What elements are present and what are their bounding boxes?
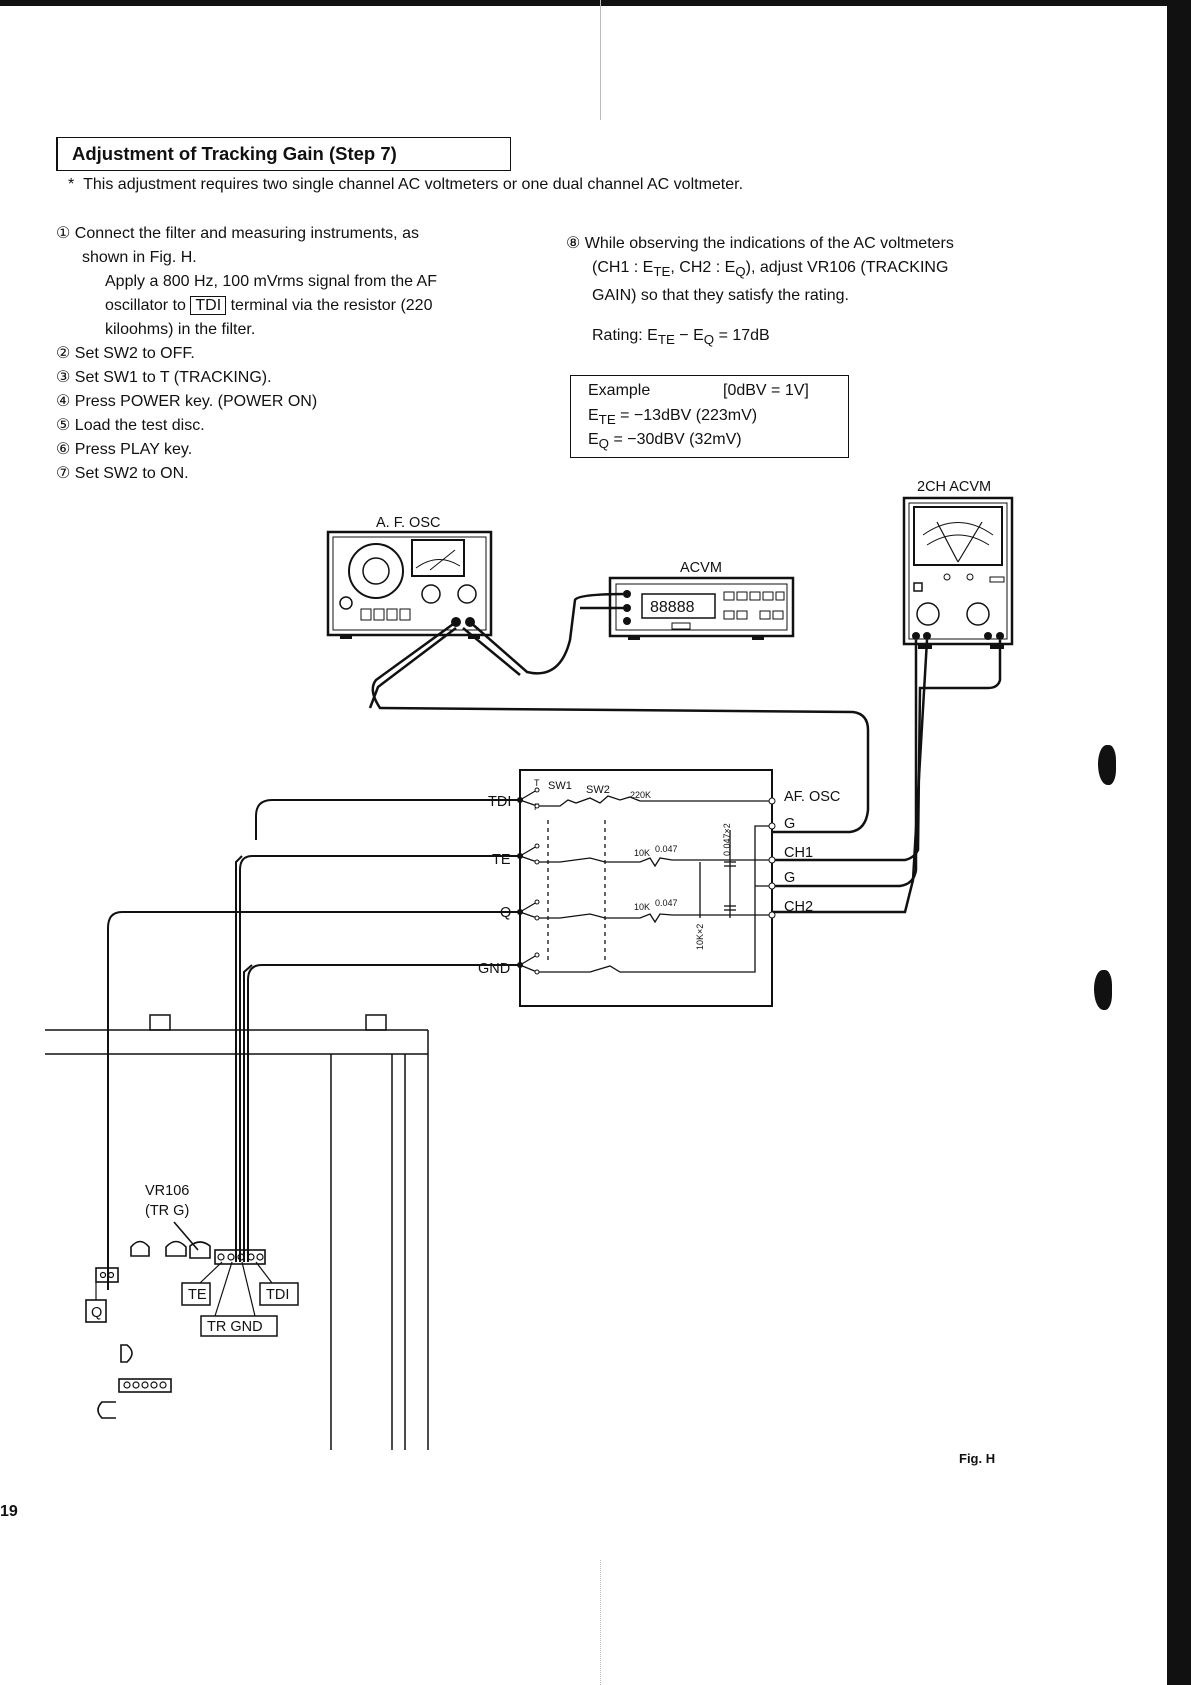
cables (368, 592, 1002, 914)
pcb-wires (107, 799, 520, 1290)
af-oscillator: A. F. OSC (326, 515, 493, 639)
2ch-acvm-meter: 2CH ACVM (902, 479, 1014, 649)
step-8-line-2: (CH1 : ETE, CH2 : EQ), adjust VR106 (TRA… (592, 259, 949, 280)
c047-label-2: 0.047 (655, 898, 678, 908)
step-5: ⑤ Load the test disc. (56, 417, 205, 434)
c047-label-1: 0.047 (655, 844, 678, 854)
example-title: Example (588, 382, 651, 399)
filter-tdi-label: TDI (488, 794, 511, 810)
step-2: ② Set SW2 to OFF. (56, 345, 195, 362)
step-8-line-3: GAIN) so that they satisfy the rating. (592, 287, 849, 305)
pcb-trgnd-label: TR GND (207, 1319, 263, 1335)
step-1-line-1: Connect the filter and measuring instrum… (74, 225, 419, 242)
asterisk: * (68, 176, 84, 193)
acvm-display: 88888 (650, 599, 695, 616)
filter-ch1-label: CH1 (784, 845, 813, 861)
c047x2-label: 0.047×2 (722, 823, 732, 856)
r10k-label-1: 10K (634, 848, 650, 858)
binding-edge (1167, 0, 1191, 1685)
example-ete: ETE = −13dBV (223mV) (588, 407, 758, 428)
pcb-q-label: Q (91, 1305, 102, 1321)
filter-te-label: TE (492, 852, 511, 868)
fold-line (600, 0, 601, 120)
step-1-line-6: kiloohms) in the filter. (105, 321, 256, 338)
example-eq: EQ = −30dBV (32mV) (588, 431, 742, 452)
top-rule (0, 0, 1191, 6)
step-8: ⑧ While observing the indications of the… (566, 232, 1026, 308)
tdi-boxed-label: TDI (190, 296, 227, 315)
step-7: ⑦ Set SW2 to ON. (56, 465, 189, 482)
t-label: T (534, 778, 540, 788)
filter-ch2-label: CH2 (784, 899, 813, 915)
filter-g2-label: G (784, 870, 795, 886)
vr106-label: VR106 (145, 1183, 189, 1199)
note-text: This adjustment requires two single chan… (83, 176, 744, 193)
section-title: Adjustment of Tracking Gain (Step 7) (72, 143, 397, 164)
pcb-tdi-label: TDI (266, 1287, 289, 1303)
requirement-note: * This adjustment requires two single ch… (68, 174, 743, 196)
pcb-parts: VR106 (TR G) TE TDI TR GND Q (85, 1183, 299, 1419)
filter-box: TDI TE Q GND AF. OSC G CH1 G CH2 SW1 SW2… (478, 769, 840, 1007)
step-4: ④ Press POWER key. (POWER ON) (56, 393, 318, 410)
step-1-line-3: Apply a 800 Hz, 100 mVrms signal from th… (105, 273, 437, 290)
binding-mark-1 (1098, 745, 1116, 785)
step-6: ⑥ Press PLAY key. (56, 441, 193, 458)
2ch-acvm-label: 2CH ACVM (917, 479, 991, 495)
r10k-label-2: 10K (634, 902, 650, 912)
sw2-label: SW2 (586, 784, 610, 796)
figure-label: Fig. H (959, 1451, 995, 1466)
section-title-box: Adjustment of Tracking Gain (Step 7) (56, 137, 511, 171)
step-1-line-2: shown in Fig. H. (82, 249, 197, 266)
step-3: ③ Set SW1 to T (TRACKING). (56, 369, 272, 386)
af-osc-label: A. F. OSC (376, 515, 440, 531)
step-1-line-4: oscillator to TDI terminal via the resis… (105, 296, 433, 315)
sw1-label: SW1 (548, 780, 572, 792)
page-number: 19 (0, 1503, 18, 1520)
r220k-label: 220K (630, 790, 651, 800)
step-1: ① Connect the filter and measuring instr… (56, 225, 419, 242)
pcb-chassis (45, 1014, 429, 1450)
example-reference: [0dBV = 1V] (723, 382, 809, 399)
acvm-label: ACVM (680, 560, 722, 576)
pcb-te-label: TE (188, 1287, 207, 1303)
filter-afosc-label: AF. OSC (784, 789, 840, 805)
rating: Rating: ETE − EQ = 17dB (592, 327, 770, 348)
filter-g1-label: G (784, 816, 795, 832)
example-box: Example [0dBV = 1V] ETE = −13dBV (223mV)… (570, 375, 849, 458)
filter-gnd-label: GND (478, 961, 510, 977)
binding-mark-2 (1094, 970, 1112, 1010)
step-8-line-1: While observing the indications of the A… (584, 235, 954, 252)
trg-label: (TR G) (145, 1203, 189, 1219)
acvm-meter: ACVM 88888 (608, 560, 795, 640)
steps-left: ① Connect the filter and measuring instr… (56, 222, 516, 486)
fold-line-bottom (600, 1560, 601, 1685)
r10kx2-label: 10K×2 (695, 924, 705, 950)
